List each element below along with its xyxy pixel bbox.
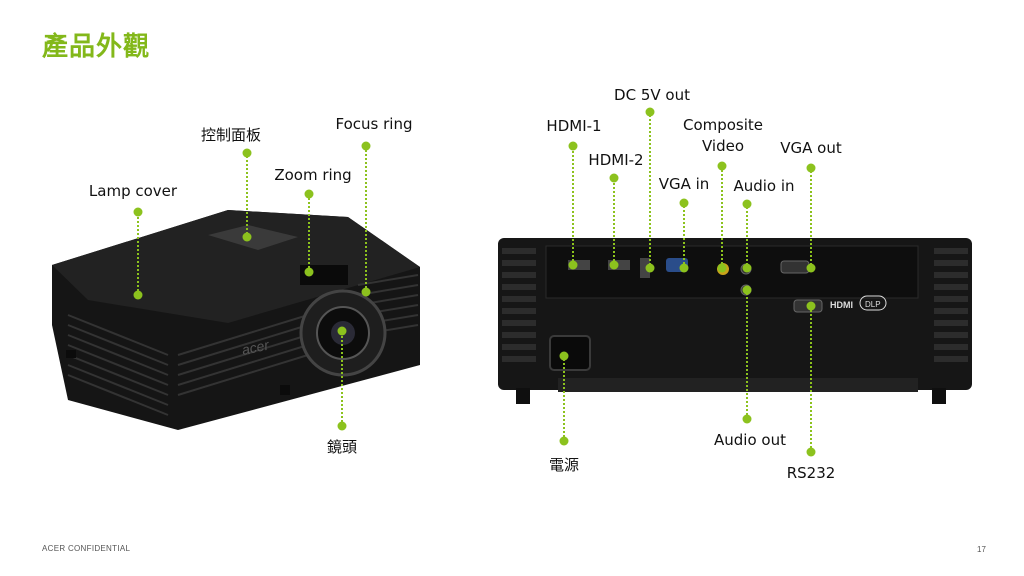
label-focus-ring-target xyxy=(361,287,371,297)
label-audio-out-dot xyxy=(742,414,752,424)
label-lamp-cover-target xyxy=(133,290,143,300)
label-hdmi-2: HDMI-2 xyxy=(588,151,644,169)
label-composite-video-line2: Video xyxy=(701,137,745,155)
label-hdmi-2-target xyxy=(609,260,619,270)
label-rs232-leader xyxy=(810,306,812,452)
label-power: 電源 xyxy=(548,456,580,474)
label-audio-out: Audio out xyxy=(714,431,786,449)
label-vga-in-leader xyxy=(683,203,685,268)
label-focus-ring-leader xyxy=(365,146,367,292)
label-rs232: RS232 xyxy=(786,464,836,482)
projector-rear-image: HDMI DLP xyxy=(498,238,972,404)
confidential-footer: ACER CONFIDENTIAL xyxy=(42,544,131,553)
svg-text:HDMI: HDMI xyxy=(830,300,853,310)
projector-front-image: acer xyxy=(52,210,420,430)
label-rs232-dot xyxy=(806,447,816,457)
svg-text:acer: acer xyxy=(240,336,271,358)
label-power-leader xyxy=(563,356,565,441)
label-focus-ring: Focus ring xyxy=(335,115,413,133)
label-dc-5v-out-leader xyxy=(649,112,651,268)
label-zoom-ring-target xyxy=(304,267,314,277)
label-lens-leader xyxy=(341,331,343,426)
label-vga-in: VGA in xyxy=(658,175,710,193)
label-hdmi-1-leader xyxy=(572,146,574,265)
label-hdmi-1-target xyxy=(568,260,578,270)
label-zoom-ring-leader xyxy=(308,194,310,272)
label-audio-in-leader xyxy=(746,204,748,268)
page-number: 17 xyxy=(977,545,986,554)
label-vga-in-target xyxy=(679,263,689,273)
label-zoom-ring: Zoom ring xyxy=(274,166,352,184)
label-dc-5v-out-target xyxy=(645,263,655,273)
label-audio-in-target xyxy=(742,263,752,273)
label-lamp-cover-leader xyxy=(137,212,139,295)
label-dc-5v-out: DC 5V out xyxy=(614,86,690,104)
label-vga-out-target xyxy=(806,263,816,273)
page-title: 產品外觀 xyxy=(42,32,151,62)
label-vga-out: VGA out xyxy=(780,139,842,157)
label-composite-video-line1: Composite xyxy=(682,116,764,134)
label-control-panel: 控制面板 xyxy=(200,126,262,144)
label-audio-in: Audio in xyxy=(733,177,795,195)
label-control-panel-target xyxy=(242,232,252,242)
label-power-dot xyxy=(559,436,569,446)
label-vga-out-leader xyxy=(810,168,812,268)
label-lamp-cover: Lamp cover xyxy=(88,182,178,200)
label-audio-out-leader xyxy=(746,290,748,419)
label-hdmi-1: HDMI-1 xyxy=(546,117,602,135)
label-lens-dot xyxy=(337,421,347,431)
label-composite-video-leader xyxy=(721,166,723,268)
label-lens: 鏡頭 xyxy=(326,438,358,456)
label-composite-video-target xyxy=(717,263,727,273)
label-hdmi-2-leader xyxy=(613,178,615,265)
label-control-panel-leader xyxy=(246,153,248,237)
svg-text:DLP: DLP xyxy=(865,300,881,309)
